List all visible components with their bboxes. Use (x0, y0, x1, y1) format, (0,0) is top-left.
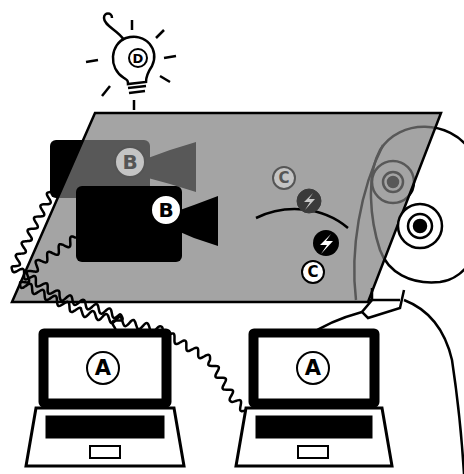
screen-plane (12, 113, 441, 302)
cable (20, 236, 249, 412)
stimulus-symbol (297, 189, 339, 256)
laptop (26, 330, 184, 466)
callout-letter: C (301, 260, 325, 284)
gaze-line (256, 209, 348, 228)
cable (12, 192, 123, 334)
observer-eye (398, 204, 442, 248)
camera-front (76, 186, 218, 262)
laptop (236, 330, 392, 466)
callout-letter: B (150, 194, 182, 226)
callout-letter: D (128, 48, 148, 68)
light-bulb (86, 14, 176, 111)
callout-letter: B (114, 146, 146, 178)
callout-letter: C (272, 166, 296, 190)
callout-letter: A (296, 351, 330, 385)
callout-letter: A (86, 351, 120, 385)
